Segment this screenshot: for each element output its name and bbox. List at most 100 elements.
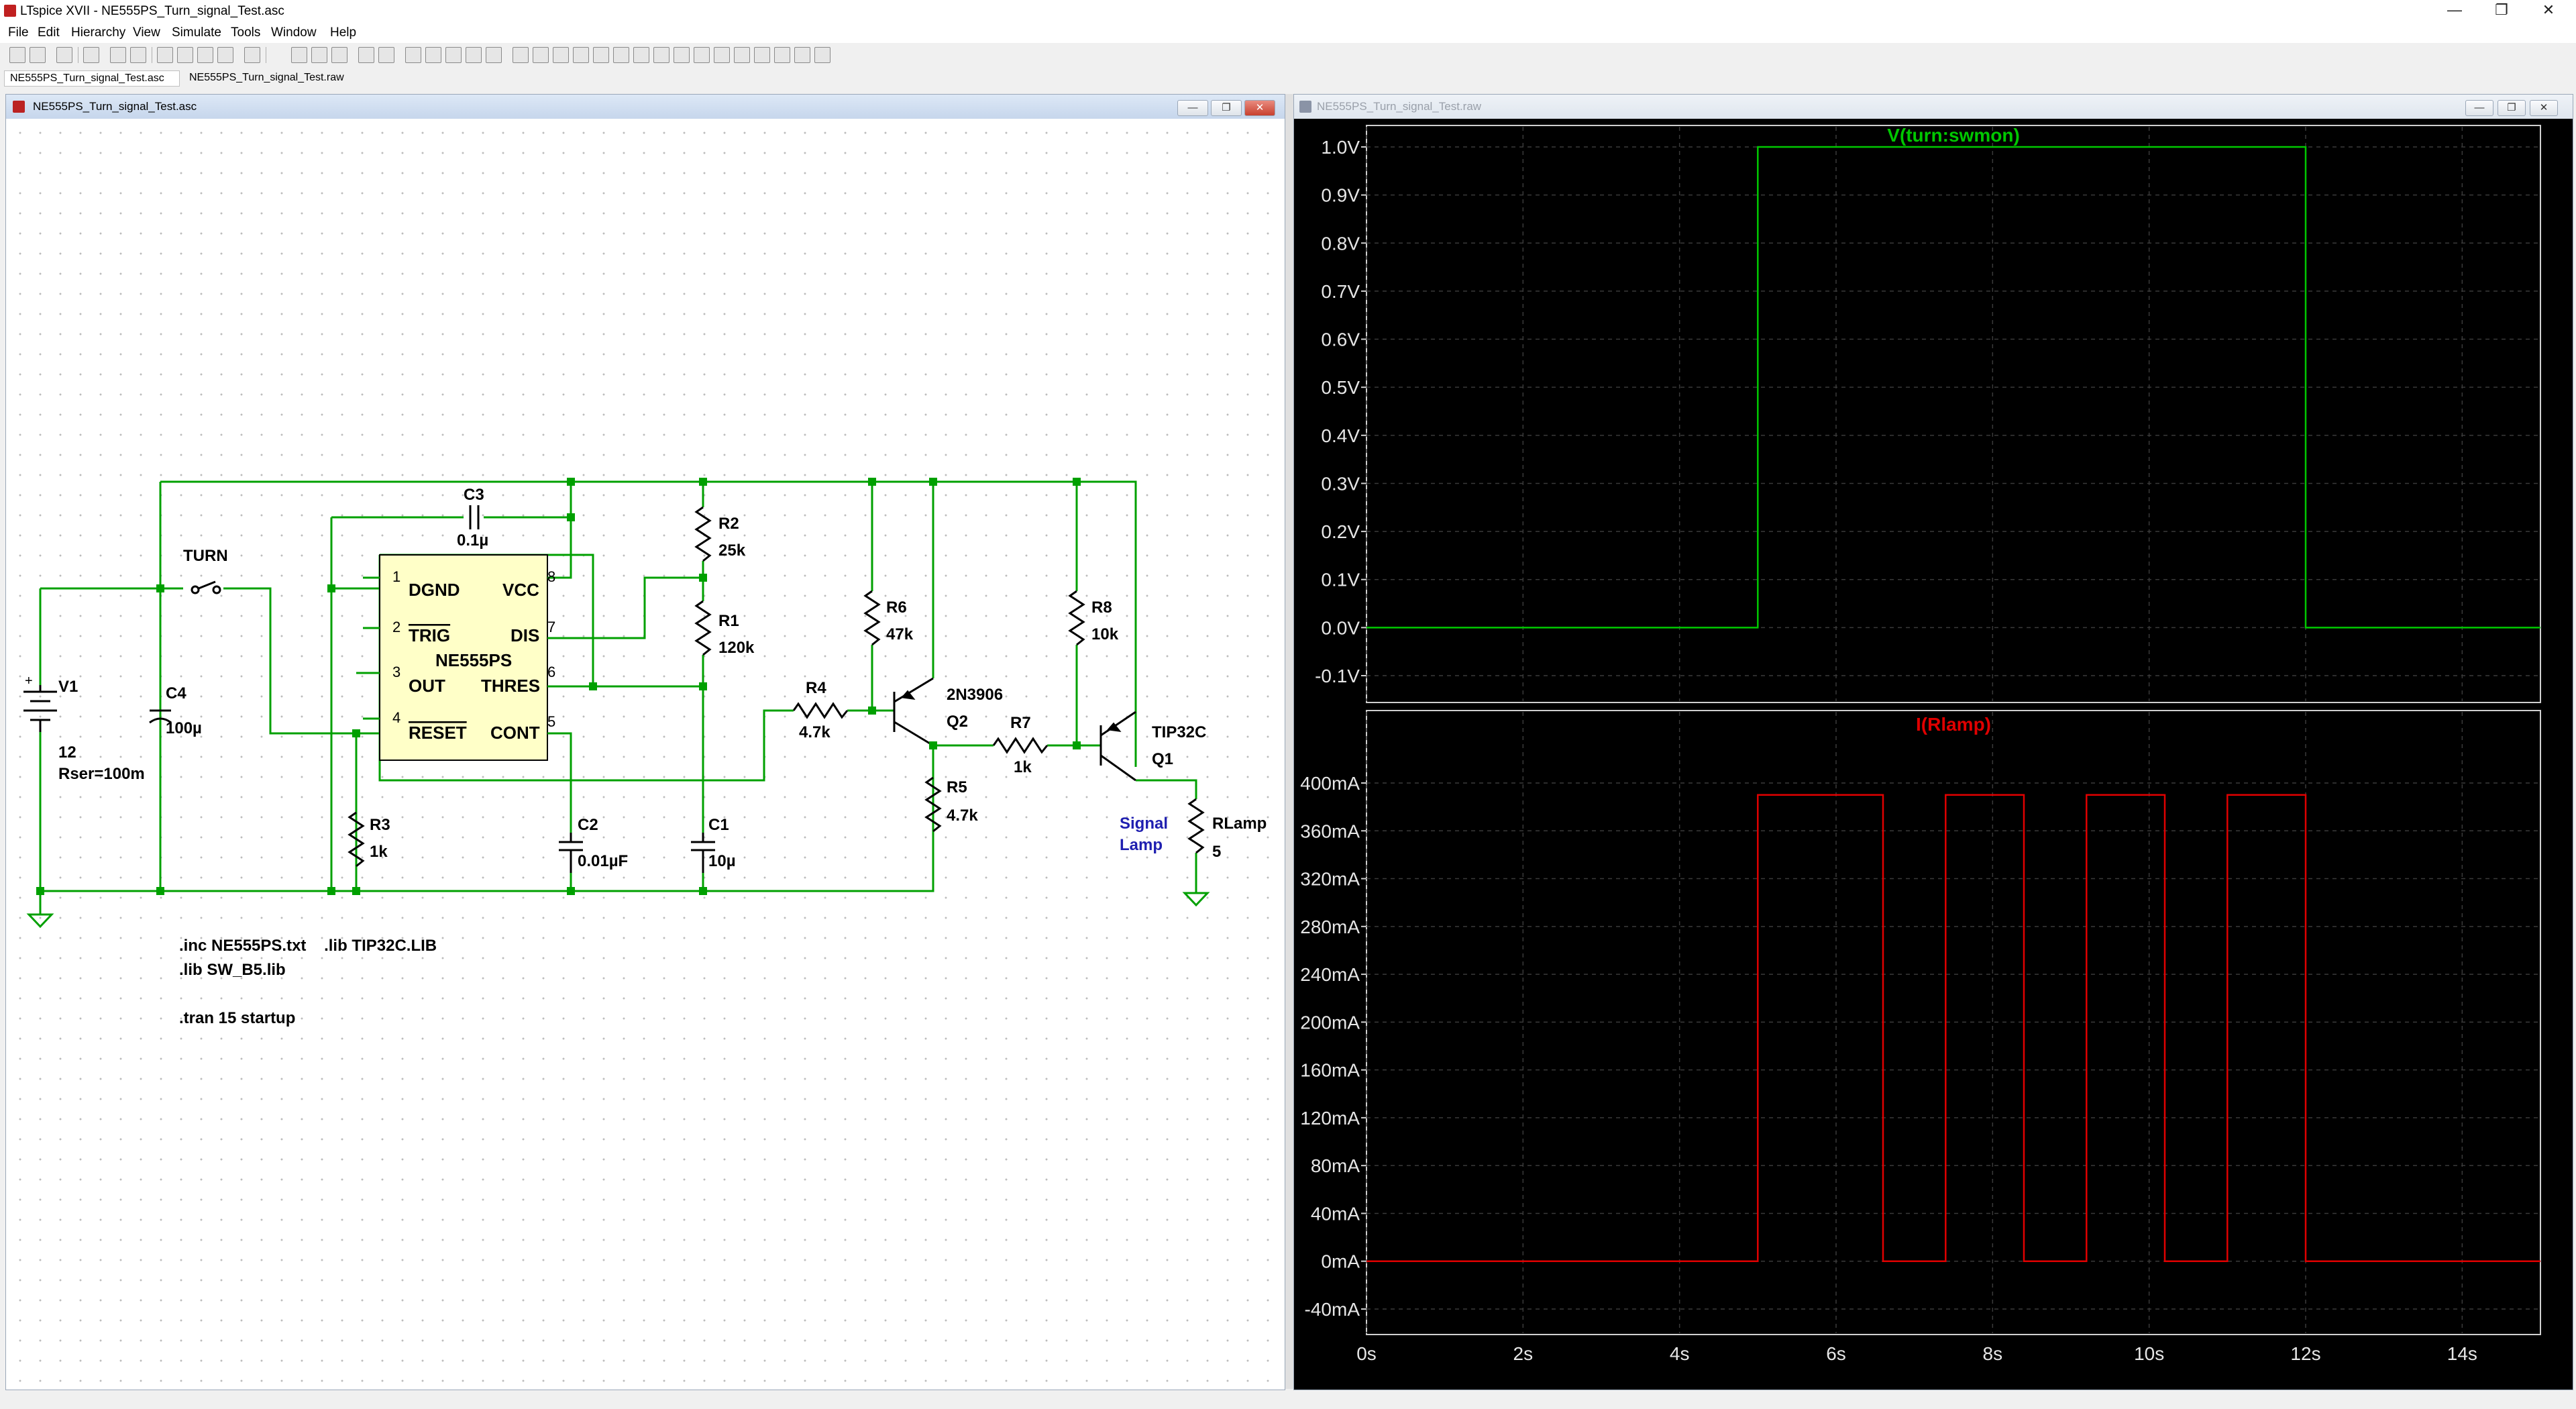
c1-label: C1 bbox=[708, 816, 729, 834]
redo-icon[interactable] bbox=[734, 47, 750, 63]
spice-directive-icon[interactable] bbox=[814, 47, 830, 63]
pencil-icon[interactable] bbox=[405, 47, 421, 63]
ground-symbol bbox=[26, 913, 54, 929]
wire-icon[interactable] bbox=[513, 47, 529, 63]
tab-label: NE555PS_Turn_signal_Test.asc bbox=[10, 72, 164, 84]
x-tick-label: 8s bbox=[1983, 1343, 2003, 1364]
v1-battery-symbol[interactable] bbox=[23, 685, 57, 732]
q2-transistor-symbol[interactable] bbox=[893, 677, 934, 747]
copy-icon[interactable] bbox=[445, 47, 462, 63]
move-icon[interactable] bbox=[674, 47, 690, 63]
open-icon[interactable] bbox=[30, 47, 46, 63]
schematic-minimize-button[interactable]: — bbox=[1177, 100, 1208, 116]
pan-icon[interactable] bbox=[177, 47, 193, 63]
waveform-plots[interactable]: 1.0V0.9V0.8V0.7V0.6V0.5V0.4V0.3V0.2V0.1V… bbox=[1294, 120, 2573, 1388]
r1-value: 120k bbox=[718, 639, 755, 657]
schematic-canvas[interactable]: DGND VCC TRIG DIS NE555PS OUT THRES RESE… bbox=[10, 123, 1281, 1386]
r4-resistor-symbol[interactable] bbox=[792, 702, 849, 719]
diode-icon[interactable] bbox=[633, 47, 649, 63]
ic-pin-number: 7 bbox=[547, 619, 555, 635]
close-all-icon[interactable] bbox=[358, 47, 374, 63]
save-icon[interactable] bbox=[56, 47, 72, 63]
r6-resistor-symbol[interactable] bbox=[863, 590, 881, 646]
waveform-restore-button[interactable]: ❐ bbox=[2498, 100, 2526, 116]
capacitor-icon[interactable] bbox=[593, 47, 609, 63]
print-icon[interactable] bbox=[378, 47, 394, 63]
undo-icon[interactable] bbox=[714, 47, 730, 63]
menu-view[interactable]: View bbox=[133, 25, 160, 40]
r5-value: 4.7k bbox=[947, 806, 978, 825]
component-icon[interactable] bbox=[653, 47, 669, 63]
junction-dot bbox=[1073, 741, 1081, 749]
rlamp-resistor-symbol[interactable] bbox=[1187, 798, 1205, 854]
y-tick-label: 0.4V bbox=[1321, 425, 1360, 446]
schematic-restore-button[interactable]: ❐ bbox=[1211, 100, 1242, 116]
spice-directive-tran[interactable]: .tran 15 startup bbox=[179, 1009, 295, 1027]
mirror-icon[interactable] bbox=[774, 47, 790, 63]
schematic-close-button[interactable]: ✕ bbox=[1244, 100, 1275, 116]
r1-resistor-symbol[interactable] bbox=[694, 600, 712, 656]
c1-capacitor-symbol[interactable] bbox=[691, 833, 715, 873]
waveform-minimize-button[interactable]: — bbox=[2465, 100, 2493, 116]
rotate-icon[interactable] bbox=[754, 47, 770, 63]
menu-hierarchy[interactable]: Hierarchy bbox=[71, 25, 126, 40]
c4-capacitor-symbol[interactable] bbox=[149, 709, 172, 724]
control-panel-icon[interactable] bbox=[83, 47, 99, 63]
cascade-icon[interactable] bbox=[331, 47, 347, 63]
window-splitter[interactable] bbox=[1285, 94, 1293, 1389]
voltage-plot-pane[interactable]: 1.0V0.9V0.8V0.7V0.6V0.5V0.4V0.3V0.2V0.1V… bbox=[1315, 125, 2541, 703]
menu-help[interactable]: Help bbox=[330, 25, 357, 40]
zoom-in-icon[interactable] bbox=[157, 47, 173, 63]
y-tick-label: 0.1V bbox=[1321, 570, 1360, 590]
close-button[interactable]: ✕ bbox=[2542, 1, 2555, 18]
tile-horizontal-icon[interactable] bbox=[291, 47, 307, 63]
schematic-window-title: NE555PS_Turn_signal_Test.asc bbox=[33, 100, 197, 113]
inductor-icon[interactable] bbox=[613, 47, 629, 63]
schematic-doc-icon bbox=[13, 101, 25, 113]
cut-icon[interactable] bbox=[425, 47, 441, 63]
drag-icon[interactable] bbox=[694, 47, 710, 63]
menu-tools[interactable]: Tools bbox=[231, 25, 261, 40]
waveform-close-button[interactable]: ✕ bbox=[2530, 100, 2558, 116]
zoom-fit-icon[interactable] bbox=[217, 47, 233, 63]
ne555-ic-body[interactable] bbox=[379, 554, 548, 761]
c3-capacitor-symbol[interactable] bbox=[469, 505, 480, 529]
ground-icon[interactable] bbox=[533, 47, 549, 63]
tab-waveform[interactable]: NE555PS_Turn_signal_Test.raw bbox=[184, 70, 360, 87]
menu-file[interactable]: File bbox=[8, 25, 29, 40]
c2-capacitor-symbol[interactable] bbox=[559, 833, 583, 873]
spice-directive-inc-lib[interactable]: .inc NE555PS.txt .lib TIP32C.LIB bbox=[179, 937, 437, 955]
menu-edit[interactable]: Edit bbox=[38, 25, 60, 40]
q1-transistor-symbol[interactable] bbox=[1099, 711, 1136, 782]
label-net-icon[interactable] bbox=[553, 47, 569, 63]
find-icon[interactable] bbox=[486, 47, 502, 63]
r3-resistor-symbol[interactable] bbox=[347, 811, 365, 868]
menu-window[interactable]: Window bbox=[271, 25, 317, 40]
r2-resistor-symbol[interactable] bbox=[694, 506, 712, 562]
r5-resistor-symbol[interactable] bbox=[924, 776, 942, 833]
zoom-out-icon[interactable] bbox=[197, 47, 213, 63]
halt-icon[interactable] bbox=[130, 47, 146, 63]
run-icon[interactable] bbox=[110, 47, 126, 63]
autorange-icon[interactable] bbox=[244, 47, 260, 63]
wire-c3-right bbox=[484, 482, 572, 519]
tab-schematic[interactable]: NE555PS_Turn_signal_Test.asc bbox=[4, 70, 180, 87]
restore-button[interactable]: ❐ bbox=[2495, 1, 2508, 18]
toolbar bbox=[0, 43, 2576, 69]
junction-dot bbox=[699, 574, 707, 582]
resistor-icon[interactable] bbox=[573, 47, 589, 63]
turn-switch-symbol[interactable] bbox=[191, 580, 221, 594]
paste-icon[interactable] bbox=[466, 47, 482, 63]
new-schematic-icon[interactable] bbox=[9, 47, 25, 63]
spice-directive-lib[interactable]: .lib SW_B5.lib bbox=[179, 961, 286, 979]
menu-simulate[interactable]: Simulate bbox=[172, 25, 221, 40]
ic-pin-label-cont: CONT bbox=[490, 723, 540, 743]
minimize-button[interactable]: — bbox=[2447, 1, 2462, 18]
text-icon[interactable] bbox=[794, 47, 810, 63]
y-tick-label: 400mA bbox=[1300, 773, 1360, 794]
tile-vertical-icon[interactable] bbox=[311, 47, 327, 63]
voltage-trace-title: V(turn:swmon) bbox=[1887, 125, 2020, 146]
r8-resistor-symbol[interactable] bbox=[1068, 590, 1085, 646]
r7-resistor-symbol[interactable] bbox=[992, 737, 1049, 754]
